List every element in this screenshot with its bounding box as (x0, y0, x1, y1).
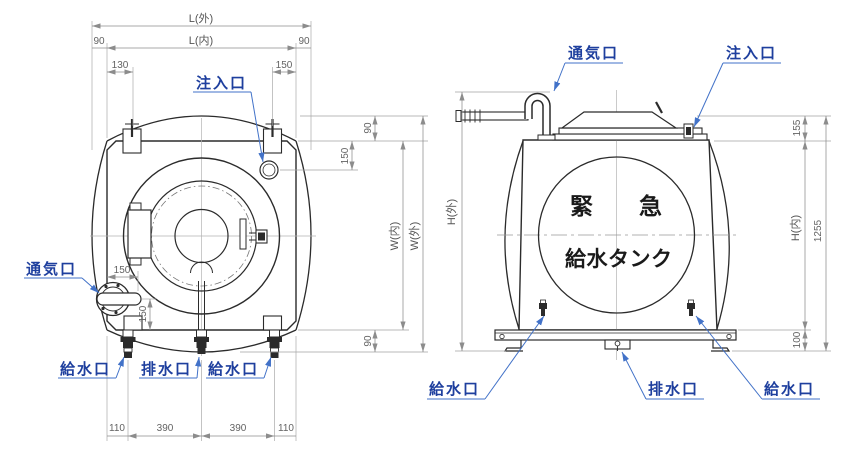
dim-h-outer: H(外) (445, 199, 458, 225)
emblem-line2: 給水タンク (565, 247, 673, 271)
front-callouts: 通気口 注入口 給水口 排水口 給水口 (427, 44, 820, 400)
front-dimensions: H(外) 155 H(内) 100 1255 (445, 91, 831, 352)
dim-bottom-110-right: 110 (278, 423, 294, 434)
drain-fitting-plan (194, 329, 209, 354)
supply-right-label-plan: 給水口 (208, 360, 259, 378)
plan-callouts: 注入口 通気口 給水口 排水口 給水口 (24, 74, 272, 379)
manhole-lid-front (552, 101, 708, 141)
inlet-label-plan: 注入口 (196, 74, 247, 92)
gauge-slot (239, 218, 247, 250)
dim-bottom-390-right: 390 (230, 423, 247, 434)
emblem-line1: 緊急 (570, 193, 708, 219)
dim-margin-right: 90 (298, 36, 310, 47)
supply-fitting-left-front (539, 299, 547, 316)
dim-bottom-390-left: 390 (157, 423, 174, 434)
front-view: 緊急 給水タンク (427, 44, 831, 400)
vent-flange-plan (95, 281, 142, 317)
plan-dimensions: L(外) L(内) 90 90 130 150 90 150 W(内) (91, 12, 428, 441)
dim-l-inner: L(内) (189, 33, 213, 47)
dim-w-outer: W(外) (408, 222, 421, 251)
inlet-port-plan (259, 160, 279, 180)
drain-pipe-plan (190, 261, 213, 330)
lid-handle (655, 101, 663, 114)
supply-left-label-plan: 給水口 (60, 360, 111, 378)
dim-w-inner: W(内) (387, 222, 401, 251)
vent-pipe-front (455, 92, 556, 141)
base-skid (494, 329, 737, 352)
dim-lid-height: 155 (792, 119, 803, 136)
drain-label-front: 排水口 (648, 380, 699, 398)
supply-fitting-right-front (687, 299, 695, 316)
dim-bracket-right: 150 (276, 60, 293, 71)
vent-label-plan: 通気口 (26, 260, 77, 278)
manhole-clamp-bolt (249, 229, 268, 244)
dim-base-height: 100 (792, 331, 803, 348)
inlet-label-front: 注入口 (726, 44, 777, 62)
supply-fitting-left-plan (120, 329, 136, 358)
plan-view: L(外) L(内) 90 90 130 150 90 150 W(内) (24, 12, 428, 441)
dim-bottom-110-left: 110 (109, 423, 125, 434)
dim-bulge-top: 90 (363, 122, 374, 134)
supply-left-label-front: 給水口 (429, 380, 480, 398)
dim-vent-from-left: 150 (114, 265, 131, 276)
dim-margin-left: 90 (93, 36, 105, 47)
supply-right-label-front: 給水口 (764, 380, 815, 398)
dim-h-inner: H(内) (788, 215, 802, 241)
dim-vent-from-bottom: 150 (138, 305, 149, 322)
vent-label-front: 通気口 (568, 44, 619, 62)
emblem-circle (537, 156, 696, 314)
supply-fitting-right-plan (267, 329, 282, 358)
drain-label-plan: 排水口 (141, 360, 192, 378)
dim-l-outer: L(外) (189, 12, 213, 25)
dim-inlet-from-top: 150 (340, 147, 351, 164)
dim-bracket-left: 130 (112, 60, 129, 71)
manhole-hinge-tab (127, 202, 152, 266)
dim-overall-height: 1255 (813, 219, 824, 242)
dim-bulge-bottom: 90 (363, 335, 374, 347)
